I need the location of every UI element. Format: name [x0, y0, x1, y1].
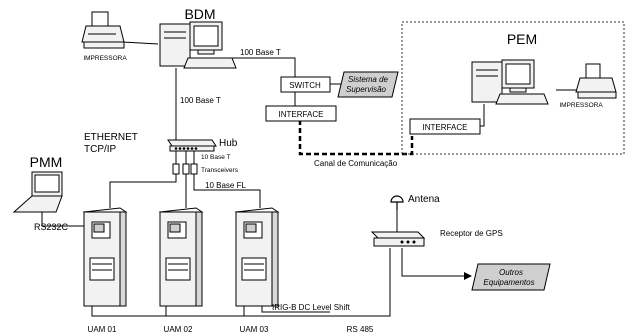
outros-line-2: Equipamentos [483, 278, 534, 287]
arrow-head [464, 272, 472, 280]
switch-box: SWITCH [280, 76, 331, 93]
equipment-cabinet-icon [82, 207, 128, 307]
rs232c-label: RS232C [34, 222, 69, 232]
interface-left-box: INTERFACE [265, 105, 337, 122]
link-irig [261, 306, 330, 313]
interface-right-box: INTERFACE [409, 118, 481, 135]
antenna-icon [390, 195, 404, 210]
uam03-label: UAM 03 [240, 325, 269, 334]
gps-receiver-icon [370, 231, 426, 247]
supervisao-line-2: Supervisão [346, 85, 387, 94]
receptor-gps-label: Receptor de GPS [440, 229, 503, 238]
interface-left-label: INTERFACE [279, 110, 324, 119]
ethernet-label: ETHERNET [84, 132, 138, 143]
printer-right-label: IMPRESSORA [559, 102, 603, 109]
transceiver-icon [172, 163, 198, 175]
link-pem-interface [480, 104, 485, 127]
irig-label: IRIG-B DC Level Shift [272, 303, 351, 312]
pem-title: PEM [507, 31, 537, 47]
interface-right-label: INTERFACE [423, 123, 468, 132]
base-10fl-label: 10 Base FL [205, 181, 246, 190]
supervisao-callout: Sistema de Supervisão [337, 71, 399, 98]
desktop-computer-icon [159, 21, 237, 69]
outros-callout: Outros Equipamentos [471, 263, 551, 291]
desktop-computer-icon [471, 59, 549, 105]
network-hub-icon [167, 139, 217, 152]
pmm-title: PMM [30, 154, 63, 170]
base-t-top-label: 100 Base T [240, 48, 281, 57]
link-bottom-bus [91, 248, 391, 317]
uam01-label: UAM 01 [88, 325, 117, 334]
link-printer-bdm [121, 41, 159, 45]
outros-line-1: Outros [499, 268, 523, 277]
switch-label: SWITCH [289, 81, 321, 90]
bdm-title: BDM [184, 6, 215, 22]
uam02-label: UAM 02 [164, 325, 193, 334]
link-gps-outros [401, 248, 470, 277]
hub-label: Hub [219, 138, 238, 149]
transceivers-label: Transceivers [201, 167, 239, 174]
pem-enclosure [401, 21, 625, 155]
link-transceiver-uam03 [193, 174, 261, 208]
printer-icon [575, 63, 617, 99]
tcpip-label: TCP/IP [84, 144, 117, 155]
link-bdm-switch [222, 57, 296, 77]
canal-label: Canal de Comunicação [314, 159, 398, 168]
printer-left-label: IMPRESSORA [83, 55, 127, 62]
rs485-label: RS 485 [347, 325, 374, 334]
base-10t-label: 10 Base T [201, 154, 231, 161]
equipment-cabinet-icon [158, 207, 204, 307]
equipment-cabinet-icon [234, 207, 280, 307]
antena-label: Antena [408, 194, 440, 205]
canal-comunicacao-link [298, 120, 414, 156]
printer-icon [81, 11, 125, 49]
base-t-left-label: 100 Base T [180, 96, 221, 105]
link-transceiver-uam01 [109, 174, 177, 208]
supervisao-line-1: Sistema de [348, 75, 389, 84]
laptop-icon [12, 171, 63, 213]
